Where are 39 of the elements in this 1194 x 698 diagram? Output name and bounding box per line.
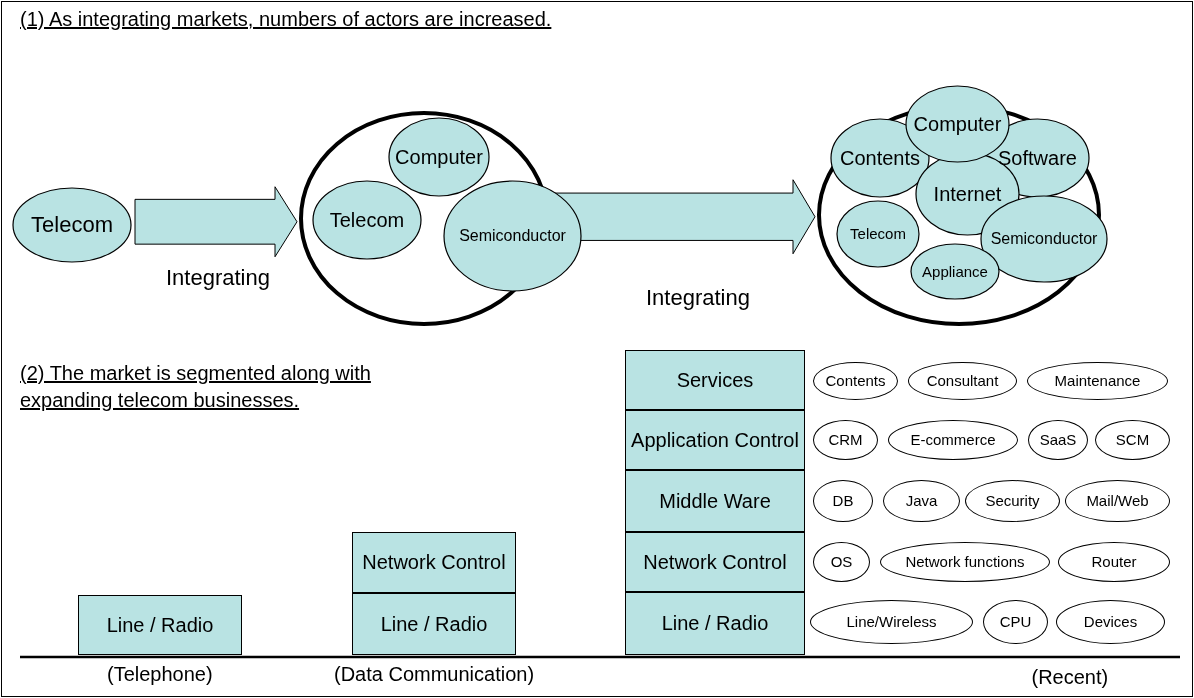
item-oval: Mail/Web xyxy=(1065,480,1170,522)
layer-box: Network Control xyxy=(625,532,805,592)
layer-box: Line / Radio xyxy=(625,592,805,655)
block-arrow xyxy=(134,186,298,258)
item-oval: Router xyxy=(1058,542,1170,582)
item-oval: E-commerce xyxy=(888,420,1018,460)
layer-box: Application Control xyxy=(625,410,805,470)
item-oval: Consultant xyxy=(908,362,1017,400)
layer-box: Line / Radio xyxy=(352,593,516,655)
layer-box: Services xyxy=(625,350,805,410)
actor-ellipse: Appliance xyxy=(910,243,1000,300)
item-oval: Security xyxy=(965,480,1060,522)
item-oval: Java xyxy=(883,480,960,522)
stage-caption: (Recent) xyxy=(1031,666,1109,689)
section-heading: (2) The market is segmented along with expanding telecom businesses. xyxy=(20,361,372,413)
edge-label: Integrating xyxy=(646,285,750,311)
item-oval: CPU xyxy=(983,600,1048,644)
actor-ellipse: Semiconductor xyxy=(443,180,582,292)
actor-ellipse: Computer xyxy=(388,117,490,197)
stage-caption: (Telephone) xyxy=(107,663,213,686)
item-oval: SaaS xyxy=(1028,420,1088,460)
actor-ellipse: Telecom xyxy=(836,200,920,268)
layer-box: Middle Ware xyxy=(625,470,805,532)
item-oval: Devices xyxy=(1056,600,1165,644)
item-oval: Line/Wireless xyxy=(810,600,973,644)
edge-label: Integrating xyxy=(166,265,270,291)
layer-box: Network Control xyxy=(352,532,516,593)
item-oval: CRM xyxy=(813,420,878,460)
stage-caption: (Data Communication) xyxy=(334,663,535,686)
actor-ellipse: Telecom xyxy=(12,187,132,263)
item-oval: OS xyxy=(813,542,870,582)
item-oval: Network functions xyxy=(880,542,1050,582)
section-heading: (1) As integrating markets, numbers of actors are increased. xyxy=(20,8,552,31)
actor-ellipse: Telecom xyxy=(312,180,422,260)
item-oval: Maintenance xyxy=(1027,362,1168,400)
item-oval: Contents xyxy=(813,362,898,400)
item-oval: SCM xyxy=(1095,420,1170,460)
item-oval: DB xyxy=(813,480,873,522)
layer-box: Line / Radio xyxy=(78,595,242,655)
